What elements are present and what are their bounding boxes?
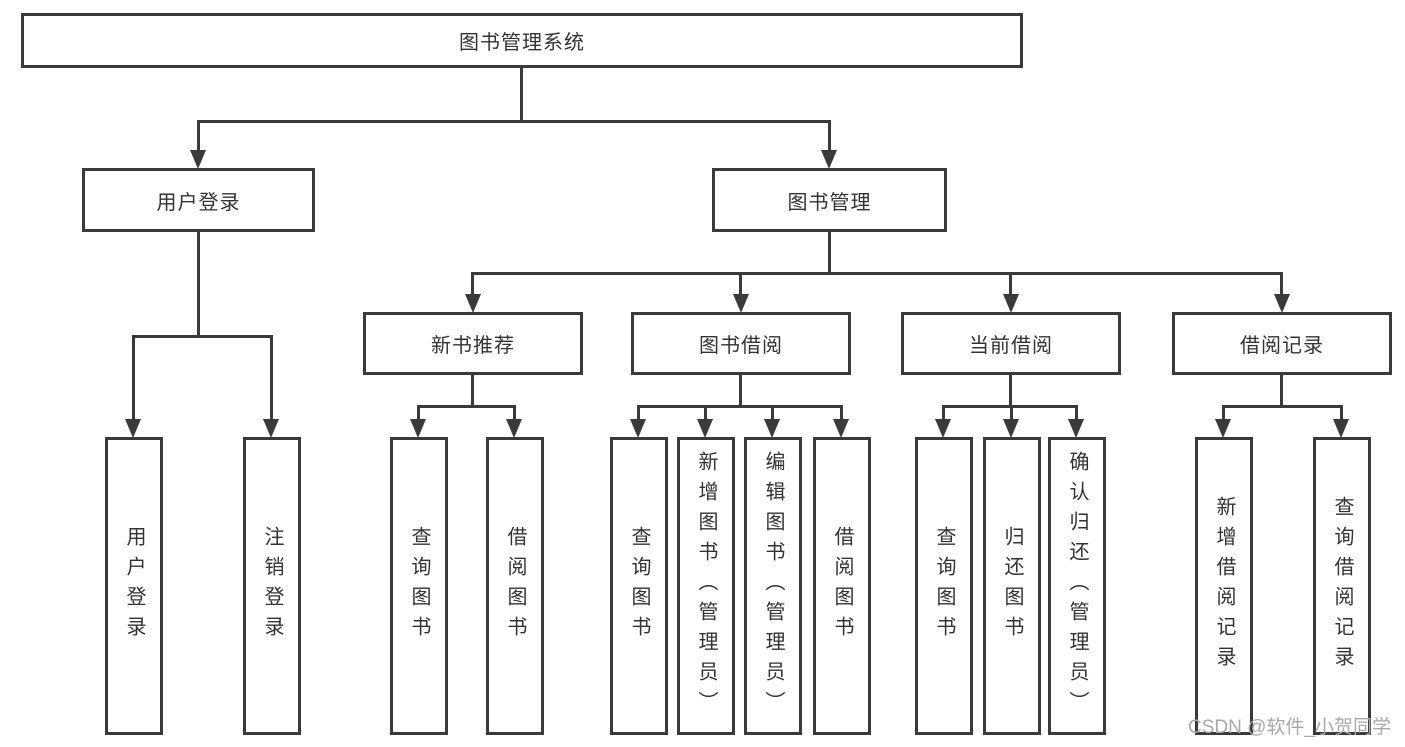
connector-leaf-drop	[417, 405, 420, 421]
connector-arrowhead	[833, 419, 849, 438]
node-book-management-branch: 图书管理	[712, 168, 947, 232]
connector-section-stem	[471, 373, 474, 407]
node-label: 查询图书	[933, 526, 955, 646]
connector-arrowhead	[764, 419, 780, 438]
connector-arrowhead	[1068, 419, 1084, 438]
node-leaf-return-books: 归还图书	[983, 437, 1041, 735]
node-label: 编辑图书（管理员）	[762, 451, 784, 721]
connector-arrowhead	[1274, 294, 1290, 313]
connector-arrowhead	[410, 419, 426, 438]
node-leaf-add-books-admin: 新增图书（管理员）	[677, 437, 735, 735]
connector-arrowhead	[697, 419, 713, 438]
node-leaf-user-login: 用户登录	[105, 437, 163, 735]
node-label: 借阅记录	[1240, 335, 1324, 357]
connector-leaf-drop	[840, 405, 843, 421]
connector-section-stem	[739, 373, 742, 407]
connector-leaf-drop	[1075, 405, 1078, 421]
connector-leaf-drop	[132, 335, 135, 421]
node-label: 图书管理系统	[459, 32, 585, 54]
connector-section-drop	[471, 272, 474, 296]
node-library-management-system: 图书管理系统	[21, 13, 1023, 68]
connector-leaf-rail	[417, 405, 516, 408]
connector-arrowhead	[1215, 419, 1231, 438]
connector-section-stem	[1009, 373, 1012, 407]
node-user-login-branch: 用户登录	[82, 168, 315, 232]
node-label: 查询图书	[628, 526, 650, 646]
node-leaf-edit-books-admin: 编辑图书（管理员）	[744, 437, 802, 735]
node-label: 借阅图书	[831, 526, 853, 646]
node-new-book-recommend: 新书推荐	[363, 312, 583, 375]
connector-leaf-drop	[1010, 405, 1013, 421]
node-label: 新书推荐	[431, 335, 515, 357]
connector-book-mgmt-stem	[828, 230, 831, 274]
connector-leaf-drop	[513, 405, 516, 421]
connector-arrowhead	[506, 419, 522, 438]
node-leaf-query-books-recommend: 查询图书	[390, 437, 448, 735]
node-leaf-query-borrow-record: 查询借阅记录	[1313, 437, 1371, 735]
node-label: 新增图书（管理员）	[695, 451, 717, 721]
node-label: 用户登录	[123, 526, 145, 646]
connector-leaf-rail	[637, 405, 843, 408]
node-leaf-confirm-return-admin: 确认归还（管理员）	[1048, 437, 1106, 735]
node-leaf-borrow-books: 借阅图书	[813, 437, 871, 735]
node-leaf-borrow-books-recommend: 借阅图书	[486, 437, 544, 735]
connector-level2-rail	[197, 120, 831, 123]
connector-arrowhead	[733, 294, 749, 313]
node-current-borrowing: 当前借阅	[901, 312, 1121, 375]
connector-leaf-drop	[704, 405, 707, 421]
connector-arrowhead	[125, 419, 141, 438]
node-leaf-add-borrow-record: 新增借阅记录	[1195, 437, 1253, 735]
connector-leaf-rail	[1222, 405, 1343, 408]
node-book-borrowing: 图书借阅	[631, 312, 851, 375]
connector-arrowhead	[1003, 294, 1019, 313]
node-label: 图书管理	[787, 191, 872, 214]
node-leaf-logout: 注销登录	[243, 437, 301, 735]
connector-leaf-drop	[1222, 405, 1225, 421]
connector-root-stem	[520, 66, 523, 122]
connector-leaf-drop	[771, 405, 774, 421]
connector-section-drop	[739, 272, 742, 296]
connector-level3-rail	[471, 272, 1283, 275]
connector-leaf-drop	[637, 405, 640, 421]
node-borrowing-records: 借阅记录	[1172, 312, 1392, 375]
node-label: 新增借阅记录	[1213, 496, 1235, 676]
connector-user-login-stem	[197, 230, 200, 337]
connector-arrowhead	[1333, 419, 1349, 438]
csdn-watermark: CSDN @软件_小贺同学	[1188, 717, 1391, 738]
node-leaf-query-books-current: 查询图书	[915, 437, 973, 735]
connector-user-login-rail	[132, 335, 273, 338]
node-label: 图书借阅	[699, 335, 783, 357]
node-label: 注销登录	[261, 526, 283, 646]
connector-user-login-drop	[197, 120, 200, 153]
connector-arrowhead	[1003, 419, 1019, 438]
connector-book-mgmt-drop	[828, 120, 831, 153]
connector-leaf-drop	[270, 335, 273, 421]
connector-arrowhead	[263, 419, 279, 438]
node-label: 归还图书	[1001, 526, 1023, 646]
connector-arrowhead	[190, 150, 206, 169]
connector-section-drop	[1009, 272, 1012, 296]
connector-arrowhead	[935, 419, 951, 438]
connector-section-drop	[1280, 272, 1283, 296]
connector-arrowhead	[465, 294, 481, 313]
connector-arrowhead	[821, 150, 837, 169]
node-label: 借阅图书	[504, 526, 526, 646]
connector-section-stem	[1280, 373, 1283, 407]
node-label: 查询图书	[408, 526, 430, 646]
node-label: 查询借阅记录	[1331, 496, 1353, 676]
node-label: 确认归还（管理员）	[1066, 451, 1088, 721]
connector-arrowhead	[630, 419, 646, 438]
connector-leaf-drop	[942, 405, 945, 421]
node-label: 用户登录	[156, 191, 241, 214]
node-leaf-query-books: 查询图书	[610, 437, 668, 735]
node-label: 当前借阅	[969, 335, 1053, 357]
connector-leaf-drop	[1340, 405, 1343, 421]
